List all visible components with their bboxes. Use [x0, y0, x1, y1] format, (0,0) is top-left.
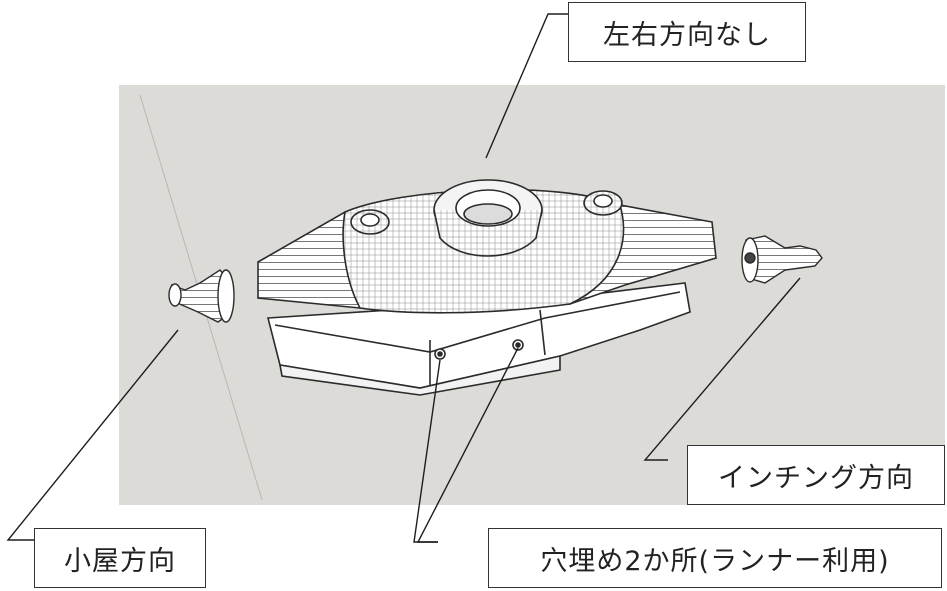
top-boss-left [350, 209, 390, 235]
leader-right [643, 277, 801, 461]
leader-lines [6, 13, 801, 543]
right-fitting [741, 235, 823, 284]
callout-top: 左右方向なし [568, 2, 806, 62]
leader-left [6, 329, 179, 541]
top-boss-center [433, 179, 543, 257]
top-boss-right [583, 190, 623, 216]
callout-bottom: 穴埋め2か所(ランナー利用) [488, 528, 942, 588]
left-fitting [168, 269, 235, 323]
callout-right: インチング方向 [687, 445, 945, 505]
callout-left: 小屋方向 [34, 528, 206, 588]
leader-bottom-b [416, 347, 519, 543]
leader-top [485, 13, 568, 159]
